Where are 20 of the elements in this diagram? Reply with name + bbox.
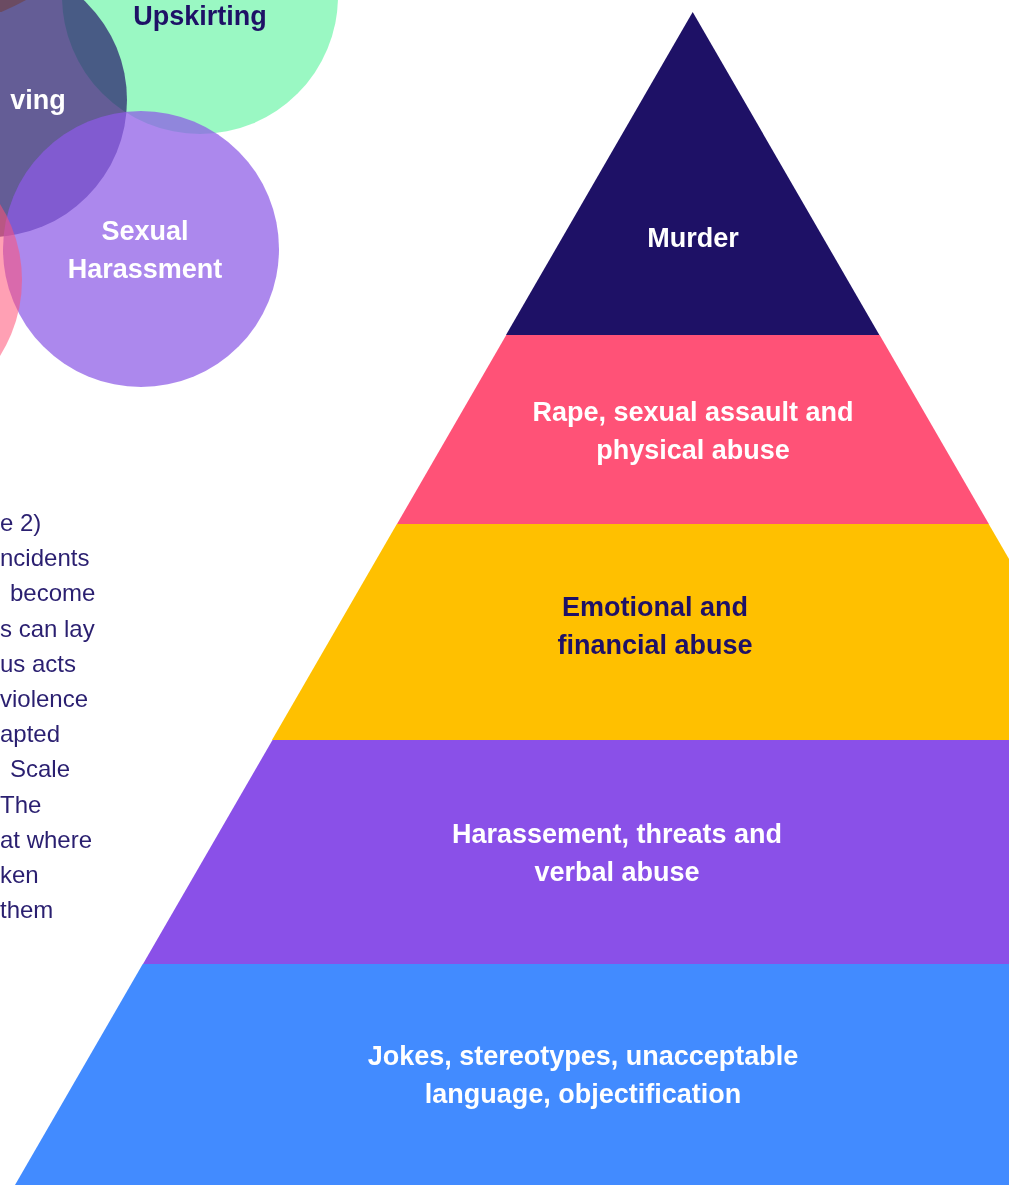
- paragraph-line: apted: [0, 722, 61, 747]
- circle-label: ving: [9, 83, 67, 117]
- circle-label: Sexual Harassment: [66, 214, 224, 286]
- paragraph-line: violence: [0, 687, 89, 711]
- tier-label: Jokes, stereotypes, unacceptable language, objectification: [366, 1039, 800, 1111]
- paragraph-line: us acts: [0, 651, 77, 676]
- paragraph-line: ncidents: [0, 546, 90, 571]
- tier-label: Murder: [646, 221, 740, 255]
- paragraph-line: e 2): [0, 511, 42, 535]
- tier-label: Harassement, threats and verbal abuse: [450, 817, 784, 889]
- circle-label: Upskirting: [132, 0, 268, 33]
- paragraph-line: Scale: [10, 757, 71, 782]
- paragraph-line: at where: [0, 827, 93, 852]
- tier-label: Emotional and financial abuse: [556, 590, 754, 662]
- paragraph-line: ken: [0, 863, 39, 887]
- paragraph-line: The: [0, 792, 42, 817]
- tier-label: Rape, sexual assault and physical abuse: [531, 395, 855, 467]
- paragraph-line: them: [0, 898, 54, 923]
- paragraph-line: s can lay: [0, 616, 95, 641]
- paragraph-line: become: [10, 581, 96, 606]
